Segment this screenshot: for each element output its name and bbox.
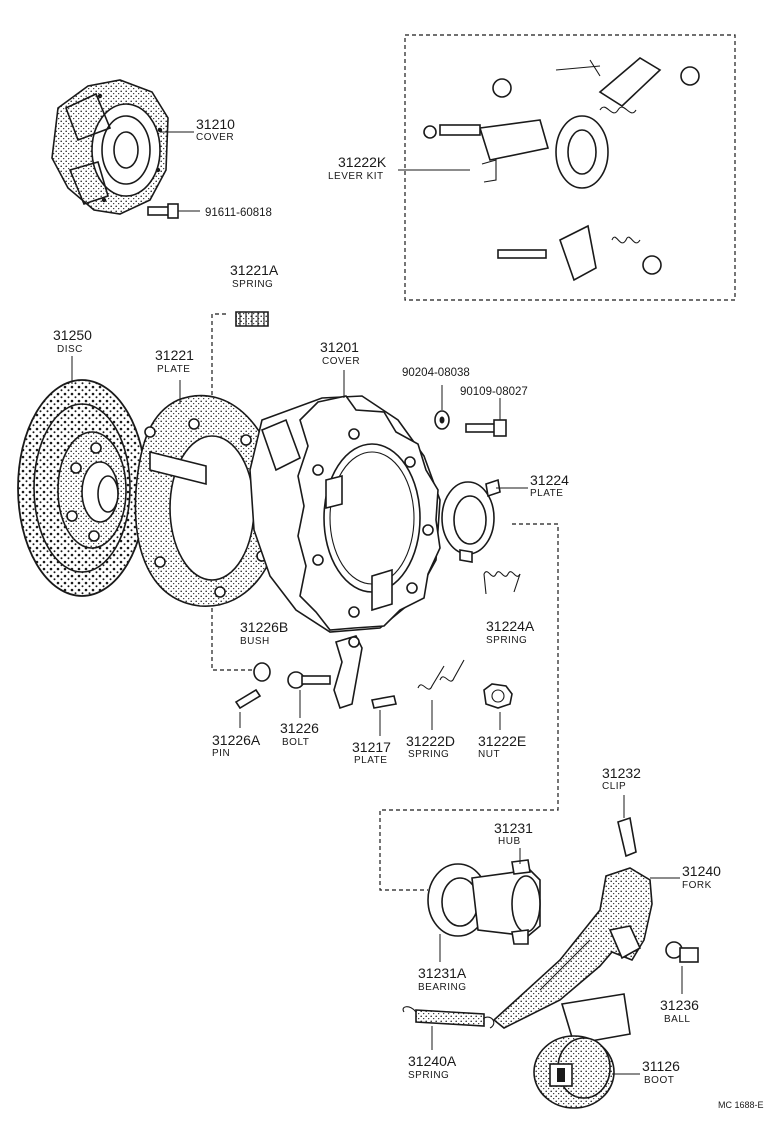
- part-31240-fork-drawing: [492, 867, 653, 1029]
- part-31222K-lever-kit-drawing: [398, 57, 700, 282]
- figure-code: MC 1688-E: [718, 1100, 764, 1110]
- label-31231A-name: BEARING: [418, 982, 467, 993]
- part-31236-ball-drawing: [665, 941, 699, 963]
- label-31126-number: 31126: [642, 1058, 680, 1074]
- part-90109-bolt-drawing: [465, 419, 507, 437]
- part-31232-clip-drawing: [617, 816, 637, 858]
- label-31221A-name: SPRING: [232, 279, 273, 290]
- lever-kit-box: [404, 34, 736, 301]
- label-31231-name: HUB: [498, 836, 521, 847]
- label-31226A-name: PIN: [212, 748, 230, 759]
- label-90109-number: 90109-08027: [460, 386, 528, 398]
- part-31226B-bush-drawing: [253, 662, 271, 682]
- label-31224A-name: SPRING: [486, 635, 527, 646]
- label-31221A-number: 31221A: [230, 262, 279, 278]
- label-31126-name: BOOT: [644, 1075, 674, 1086]
- part-31231-hub-drawing: [471, 859, 541, 945]
- part-31224A-spring-drawing: [483, 571, 521, 595]
- label-31250-name: DISC: [57, 344, 83, 355]
- label-31240-number: 31240: [682, 863, 721, 879]
- label-31226A-number: 31226A: [212, 732, 261, 748]
- part-31201-cover-drawing: [249, 395, 441, 633]
- part-31210-cover-drawing: [51, 79, 169, 215]
- label-31236-name: BALL: [664, 1014, 690, 1025]
- label-31232-name: CLIP: [602, 781, 626, 792]
- label-31240A-name: SPRING: [408, 1070, 449, 1081]
- label-31222E-number: 31222E: [478, 733, 526, 749]
- label-91611-number: 91611-60818: [205, 207, 272, 219]
- label-31210-number: 31210: [196, 116, 235, 132]
- part-31240A-spring-drawing: [402, 1006, 495, 1029]
- part-31221A-spring-drawing: [235, 311, 269, 327]
- part-31217-plate-drawing: [371, 695, 397, 709]
- label-31201-number: 31201: [320, 339, 359, 355]
- part-31226-bolt-drawing: [287, 671, 331, 689]
- label-31217-number: 31217: [352, 739, 391, 755]
- part-91611-bolt-drawing: [147, 203, 200, 219]
- label-31221-number: 31221: [155, 347, 194, 363]
- part-31226A-pin-drawing: [234, 688, 262, 710]
- label-31222K-number: 31222K: [338, 154, 387, 170]
- label-31250-number: 31250: [53, 327, 92, 343]
- label-31222D-number: 31222D: [406, 733, 455, 749]
- part-31126-boot-drawing: [533, 993, 631, 1109]
- part-90204-washer-drawing: [434, 410, 450, 430]
- label-31224A-number: 31224A: [486, 618, 535, 634]
- label-31240-name: FORK: [682, 880, 712, 891]
- bearing-dashed-guide: [379, 523, 559, 891]
- label-31210-name: COVER: [196, 132, 234, 143]
- label-31217-name: PLATE: [354, 755, 387, 766]
- label-31224-name: PLATE: [530, 488, 563, 499]
- label-31226-name: BOLT: [282, 737, 309, 748]
- label-31226-number: 31226: [280, 720, 319, 736]
- label-31224-number: 31224: [530, 472, 569, 488]
- part-31222E-nut-drawing: [483, 683, 513, 709]
- part-31222D-spring-drawing: [417, 659, 465, 690]
- label-31221-name: PLATE: [157, 364, 190, 375]
- label-31222K-name: LEVER KIT: [328, 171, 384, 182]
- label-90204-number: 90204-08038: [402, 367, 470, 379]
- label-31226B-name: BUSH: [240, 636, 270, 647]
- label-31240A-number: 31240A: [408, 1053, 457, 1069]
- part-31250-disc-drawing: [17, 379, 147, 597]
- label-31231-number: 31231: [494, 820, 533, 836]
- label-31232-number: 31232: [602, 765, 641, 781]
- label-31201-name: COVER: [322, 356, 360, 367]
- label-31236-number: 31236: [660, 997, 699, 1013]
- part-31224-plate-drawing: [441, 478, 501, 563]
- label-31226B-number: 31226B: [240, 619, 288, 635]
- label-31231A-number: 31231A: [418, 965, 467, 981]
- release-lever-drawing: [333, 635, 363, 710]
- label-31222E-name: NUT: [478, 749, 500, 760]
- label-31222D-name: SPRING: [408, 749, 449, 760]
- part-31221-plate-drawing: [134, 394, 299, 607]
